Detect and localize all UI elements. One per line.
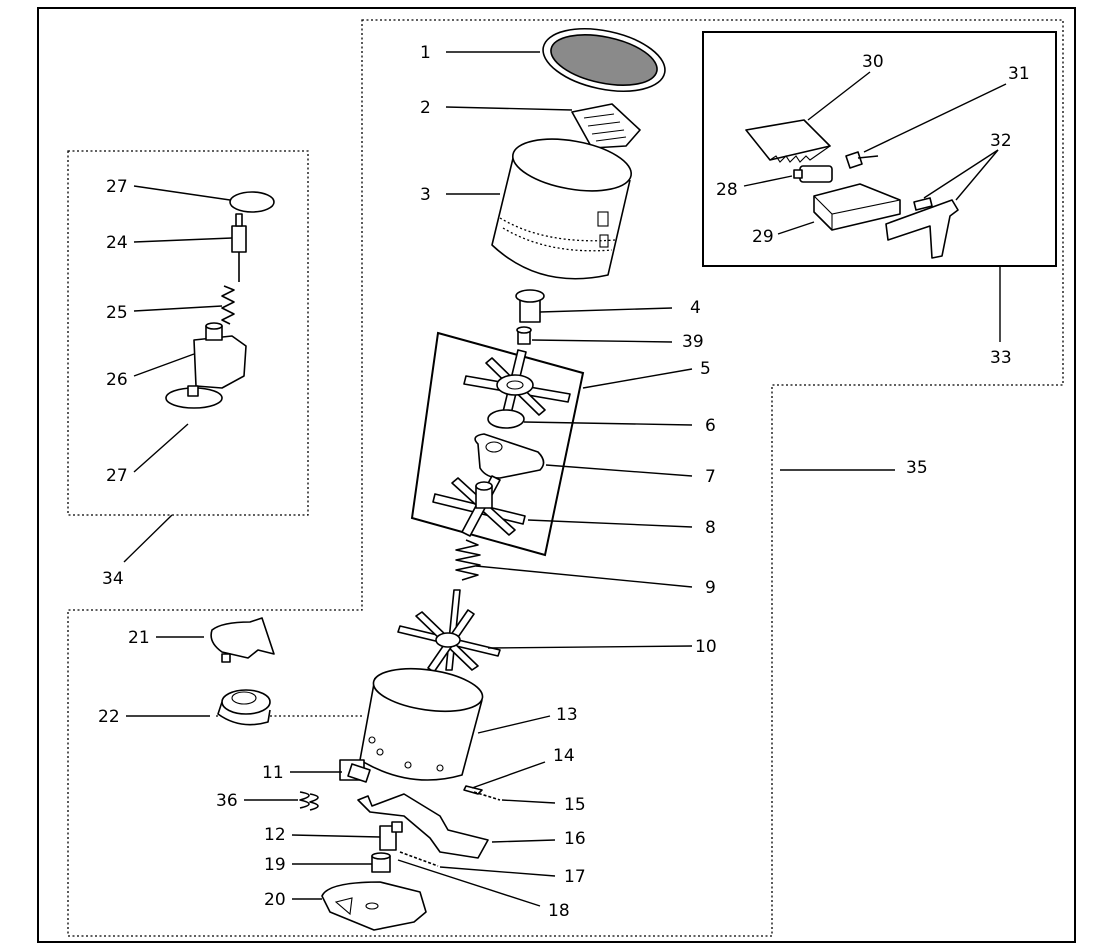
part-25-spring	[221, 285, 235, 325]
part-1-lid	[542, 28, 666, 92]
part-39-nut	[516, 326, 532, 345]
label-8: 8	[705, 518, 716, 538]
label-19: 19	[264, 855, 286, 875]
label-14: 14	[553, 746, 575, 766]
label-30: 30	[862, 52, 884, 72]
part-16-lever	[357, 793, 489, 859]
label-25: 25	[106, 303, 128, 323]
label-15: 15	[564, 795, 586, 815]
outer-frame	[37, 7, 1076, 943]
label-18: 18	[548, 901, 570, 921]
label-3: 3	[420, 185, 431, 205]
label-36: 36	[216, 791, 238, 811]
label-21: 21	[128, 628, 150, 648]
label-31: 31	[1008, 64, 1030, 84]
part-8-lower-impeller	[432, 475, 526, 537]
label-12: 12	[264, 825, 286, 845]
group-34-outline	[67, 150, 309, 516]
label-39: 39	[682, 332, 704, 352]
part-30-cover	[745, 119, 831, 163]
part-14-pin	[463, 785, 483, 795]
part-29-tray	[813, 183, 901, 231]
label-27-top: 27	[106, 177, 128, 197]
label-26: 26	[106, 370, 128, 390]
part-27-top-disc	[229, 191, 275, 213]
label-11: 11	[262, 763, 284, 783]
part-27-lower-disc	[165, 385, 223, 409]
label-32: 32	[990, 131, 1012, 151]
label-20: 20	[264, 890, 286, 910]
part-9-spring	[455, 539, 481, 581]
part-6-o-ring	[487, 409, 525, 429]
part-24-plunger	[231, 213, 247, 282]
label-1: 1	[420, 43, 431, 63]
part-10-shaft-impeller	[397, 589, 501, 673]
label-16: 16	[564, 829, 586, 849]
label-24: 24	[106, 233, 128, 253]
part-13-basket	[359, 667, 484, 781]
label-35: 35	[906, 458, 928, 478]
part-26-housing	[193, 322, 247, 389]
part-36-springs	[299, 791, 319, 811]
group-5-outline	[410, 331, 585, 557]
label-9: 9	[705, 578, 716, 598]
part-4-bushing	[515, 289, 545, 323]
part-12-switch	[379, 821, 403, 851]
part-5-upper-impeller	[463, 349, 571, 419]
group-35-outline	[67, 19, 1064, 937]
label-33: 33	[990, 348, 1012, 368]
part-21-cap	[210, 617, 275, 663]
label-5: 5	[700, 359, 711, 379]
part-32-bracket	[885, 197, 959, 259]
part-labels: 1 2 3 4 39 5 6 7 8 9 10 13 14 15 16 17 1…	[98, 43, 1030, 921]
part-28-switch	[793, 165, 833, 183]
part-15-spring	[473, 791, 501, 801]
label-22: 22	[98, 707, 120, 727]
label-27-bottom: 27	[106, 466, 128, 486]
part-7-plate	[474, 433, 545, 479]
label-17: 17	[564, 867, 586, 887]
label-29: 29	[752, 227, 774, 247]
label-34: 34	[102, 569, 124, 589]
part-2-filter-plate	[571, 103, 641, 149]
part-19-gear	[371, 852, 391, 873]
part-17-spring	[399, 851, 439, 867]
label-6: 6	[705, 416, 716, 436]
label-2: 2	[420, 98, 431, 118]
part-20-base-plate	[321, 881, 427, 931]
label-13: 13	[556, 705, 578, 725]
part-31-clip	[845, 151, 879, 169]
label-28: 28	[716, 180, 738, 200]
label-10: 10	[695, 637, 717, 657]
group-33-outline	[702, 31, 1057, 267]
part-22-knob	[217, 689, 271, 726]
leader-lines	[123, 51, 1007, 907]
label-4: 4	[690, 298, 701, 318]
label-7: 7	[705, 467, 716, 487]
part-11-clip	[339, 759, 371, 783]
part-3-bowl	[491, 138, 633, 280]
